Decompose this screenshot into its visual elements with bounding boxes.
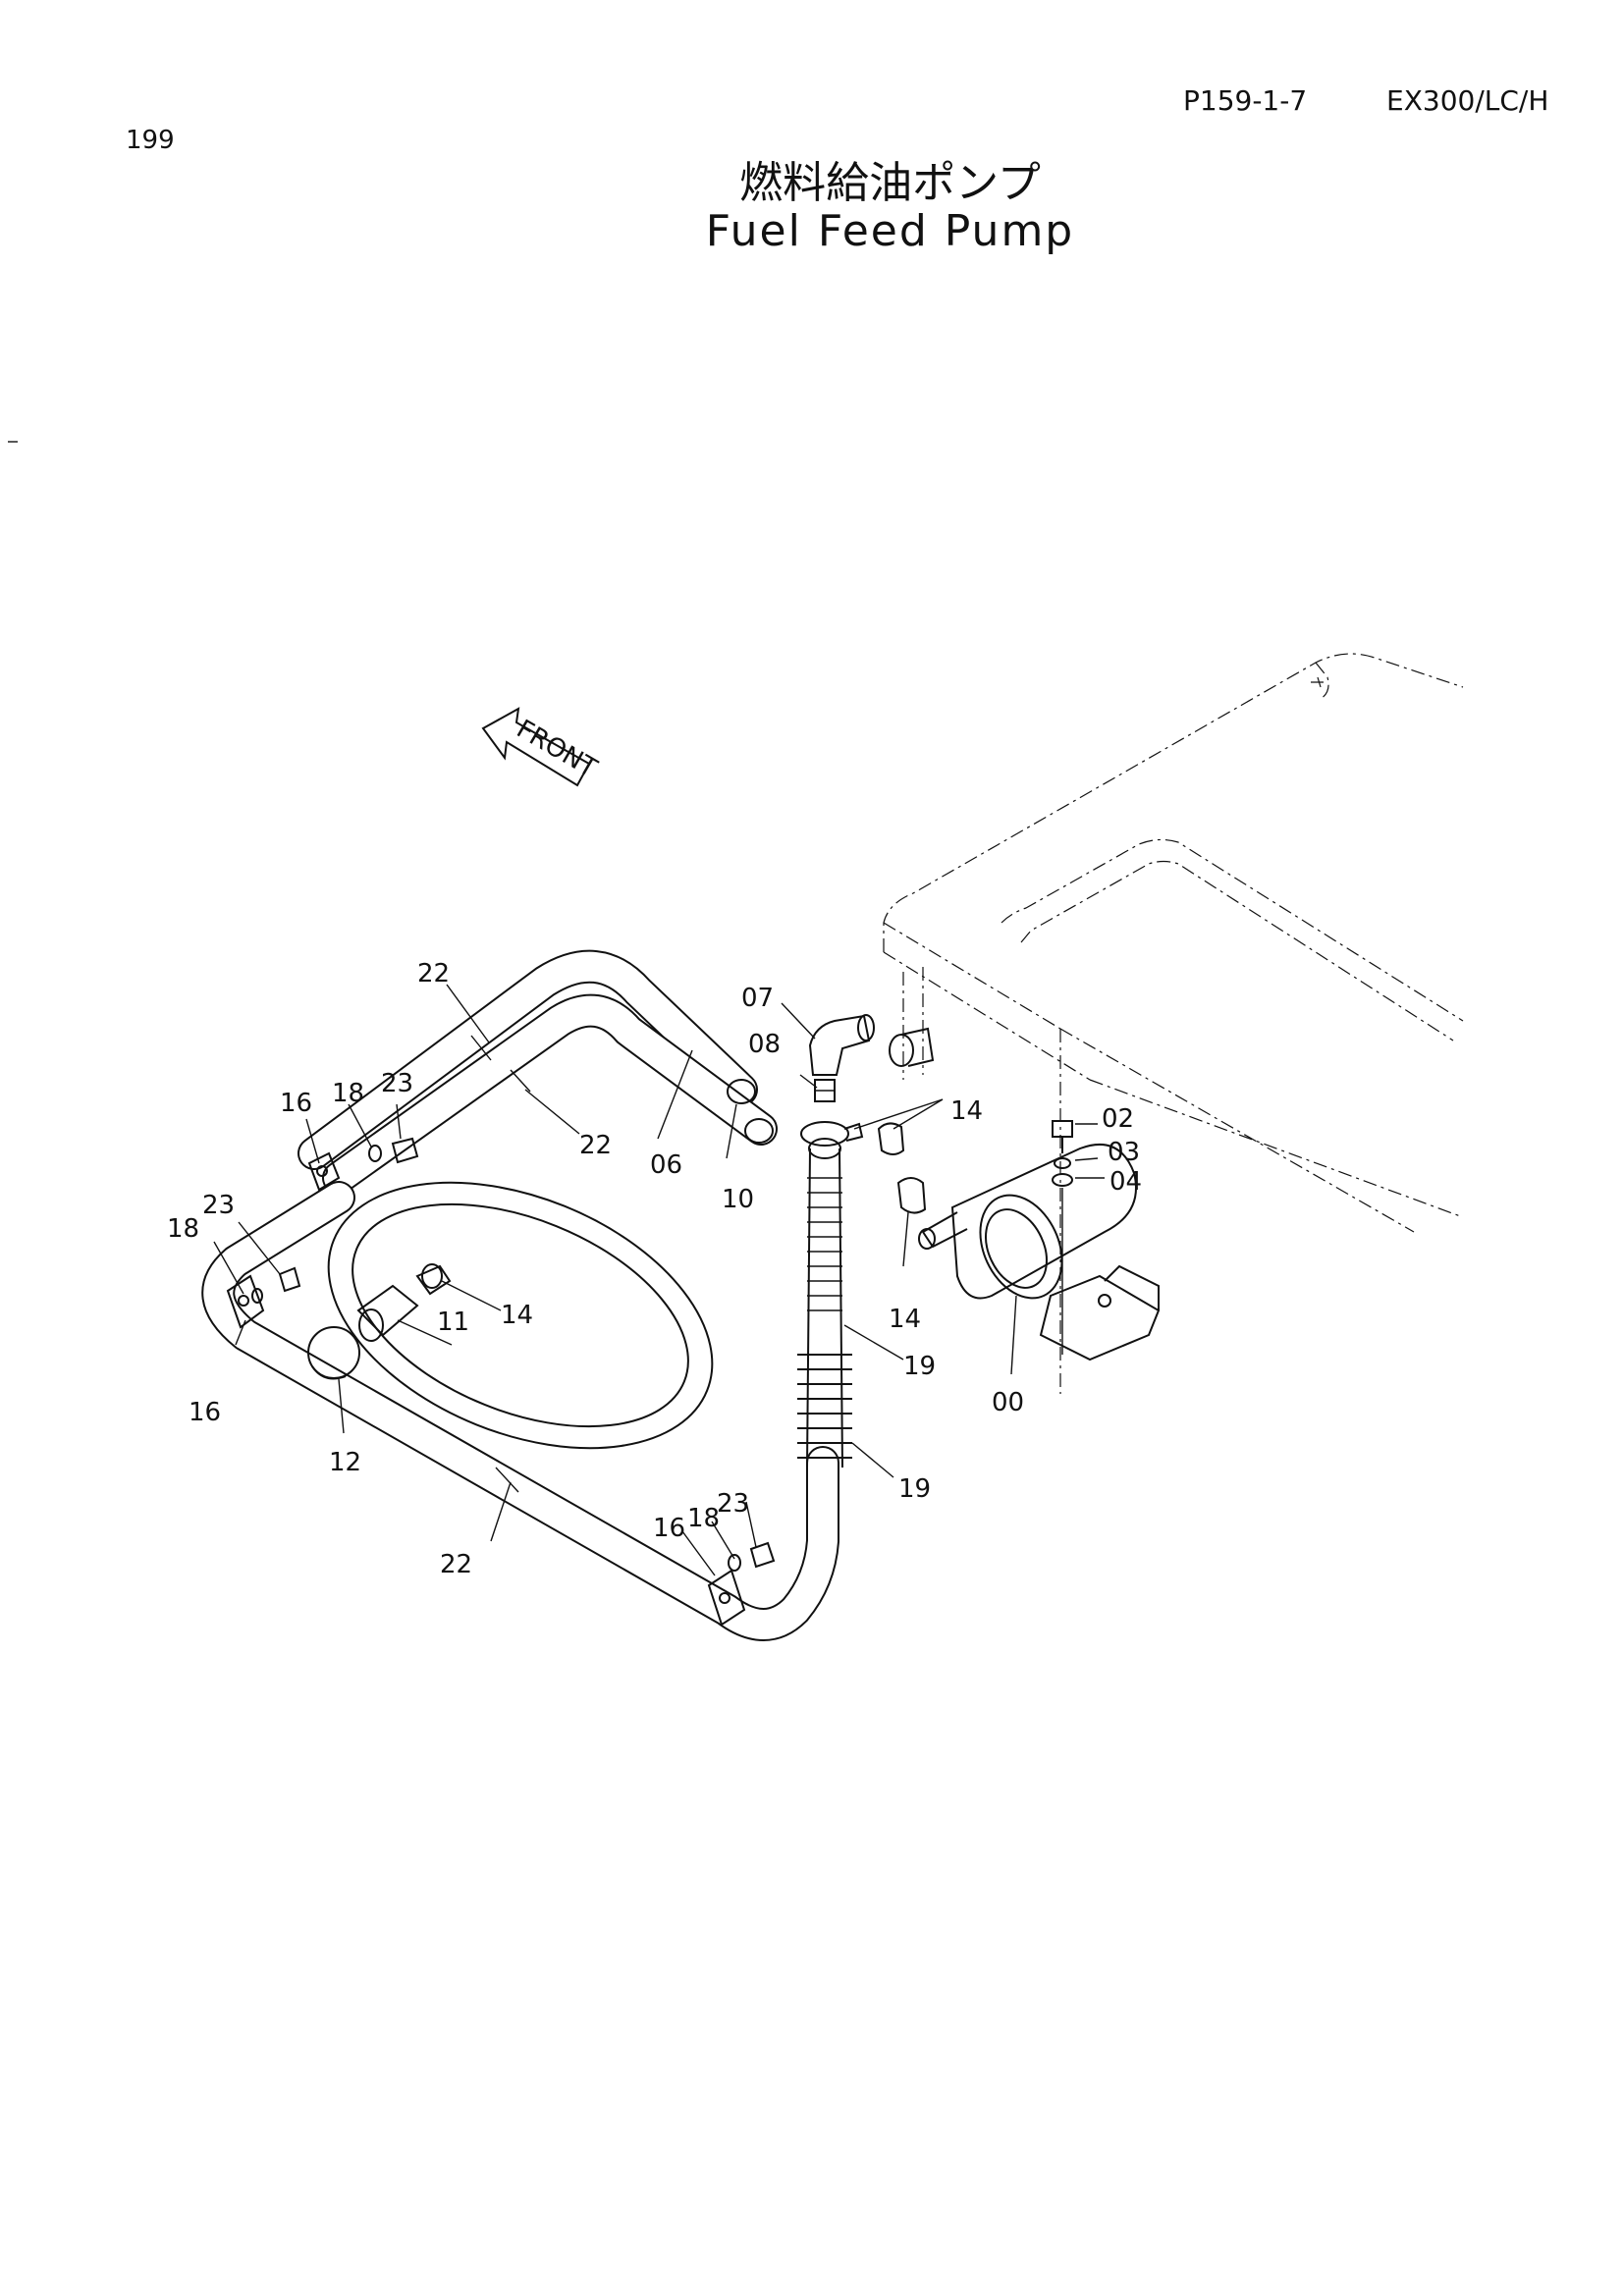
label-16a: 16 [280,1089,312,1118]
label-22a: 22 [417,959,450,988]
label-23a: 23 [381,1069,413,1098]
label-11: 11 [437,1308,469,1337]
clamp-14-upper [800,1121,864,1147]
label-07: 07 [741,984,774,1013]
return-hose-22 [201,1181,839,1641]
page-number: 199 [126,126,175,155]
fuel-tank-outline [883,653,1464,1394]
washer-18-upper [368,1145,382,1162]
title-japanese: 燃料給油ポンプ [739,158,1041,208]
label-23b: 23 [202,1191,235,1220]
label-14b: 14 [889,1305,921,1334]
label-18b: 18 [167,1214,199,1244]
washer-03 [1054,1157,1071,1169]
bracket-16-upper [307,1151,341,1192]
hose-joint [495,1467,519,1493]
cap-12 [307,1326,360,1380]
label-16c: 16 [653,1514,685,1543]
label-12: 12 [329,1448,361,1477]
bracket-16-left [226,1274,265,1329]
leader-lines [213,984,1105,1576]
bolt-23-upper [391,1137,419,1164]
label-19b: 19 [898,1474,931,1504]
label-19a: 19 [903,1352,936,1381]
label-14c: 14 [501,1301,533,1330]
title-english: Fuel Feed Pump [705,206,1075,256]
label-14a: 14 [950,1096,983,1126]
label-02: 02 [1102,1104,1134,1134]
label-23c: 23 [717,1489,749,1519]
front-arrow: FRONT [481,707,602,787]
elbow-07 [808,1014,875,1076]
label-04: 04 [1109,1167,1142,1197]
hose-end-06 [727,1079,756,1104]
label-10: 10 [722,1185,754,1214]
label-08: 08 [748,1030,781,1059]
clamp-14-mid [877,1122,905,1155]
label-06: 06 [650,1150,682,1180]
bolt-23-lower [749,1541,776,1569]
bracket-16-lower [707,1569,746,1627]
washer-18-lower [728,1554,741,1572]
reference-code: P159-1-7 [1183,84,1308,117]
washer-18-left [251,1288,263,1304]
model-code: EX300/LC/H [1386,84,1549,117]
hose-joint [510,1069,531,1093]
label-22c: 22 [440,1550,472,1579]
label-18a: 18 [332,1079,364,1108]
label-22b: 22 [579,1131,612,1160]
hose-end-10 [744,1118,774,1144]
part-number-labels: 22 22 22 16 18 23 23 18 16 12 11 14 06 1… [167,959,1142,1579]
nipple-08 [814,1079,836,1102]
label-16b: 16 [189,1398,221,1427]
nozzle-11 [356,1263,452,1342]
label-18c: 18 [687,1504,720,1533]
clamp-14-lower [896,1177,927,1214]
feed-pump-00 [918,1144,1161,1362]
label-00: 00 [992,1388,1024,1417]
washer-04 [1052,1173,1073,1187]
bolt-23-left [278,1266,301,1293]
coiled-hose [327,1181,714,1450]
bolt-02 [1052,1120,1073,1153]
tank-outlet-fitting [889,1027,935,1067]
hose-joint [470,1035,492,1061]
suction-hose-22 [298,949,778,1195]
corrugated-hose-19 [797,1138,852,1468]
label-03: 03 [1108,1138,1140,1167]
